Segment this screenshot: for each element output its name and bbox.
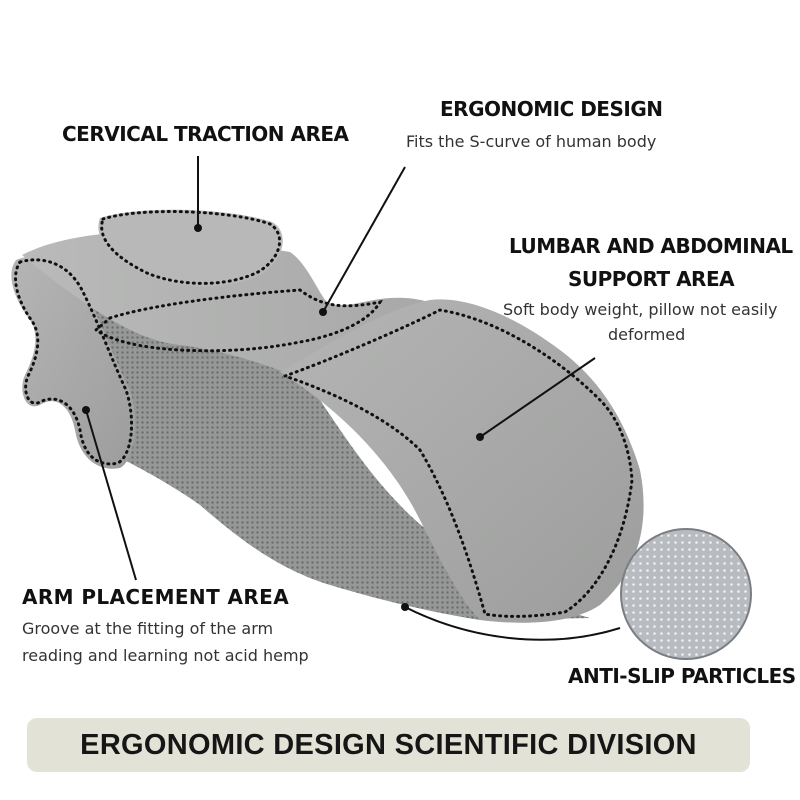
ergonomic-design-title: ERGONOMIC DESIGN — [440, 97, 663, 121]
lumbar-title-line2: SUPPORT AREA — [568, 267, 735, 291]
arm-rest-outline — [14, 258, 134, 466]
ergonomic-top-outline — [93, 288, 383, 353]
banner-text: ERGONOMIC DESIGN SCIENTIFIC DIVISION — [80, 728, 697, 761]
ergonomic-design-desc: Fits the S-curve of human body — [406, 132, 657, 151]
cervical-callout-dot — [194, 224, 202, 232]
cervical-traction-title: CERVICAL TRACTION AREA — [62, 122, 349, 146]
arm-rest-wing — [11, 256, 136, 469]
neck-pillow — [98, 209, 283, 287]
lumbar-outline — [280, 308, 634, 618]
lumbar-desc-line1: Soft body weight, pillow not easily — [503, 300, 778, 319]
arm-placement-title: ARM PLACEMENT AREA — [22, 585, 290, 609]
neck-pillow-outline — [100, 210, 281, 285]
arm-callout-line — [85, 409, 137, 581]
lumbar-block — [280, 299, 644, 623]
mesh-side-panel — [40, 268, 590, 620]
lumbar-desc-line2: deformed — [608, 325, 686, 344]
arm-placement-desc-line1: Groove at the fitting of the arm — [22, 619, 274, 638]
lumbar-title-line1: LUMBAR AND ABDOMINAL — [509, 234, 793, 258]
arm-placement-desc-line2: reading and learning not acid hemp — [22, 646, 309, 665]
bottom-banner: ERGONOMIC DESIGN SCIENTIFIC DIVISION — [27, 718, 750, 772]
anti-slip-callout-dot — [401, 603, 409, 611]
lumbar-callout-dot — [476, 433, 484, 441]
anti-slip-title: ANTI-SLIP PARTICLES — [568, 664, 796, 688]
ergonomic-callout-dot — [319, 308, 327, 316]
arm-callout-dot — [82, 406, 90, 414]
anti-slip-callout-curve — [404, 606, 621, 641]
ergonomic-callout-line — [322, 166, 406, 313]
lumbar-callout-line — [479, 357, 596, 438]
anti-slip-zoom-circle — [620, 528, 752, 660]
